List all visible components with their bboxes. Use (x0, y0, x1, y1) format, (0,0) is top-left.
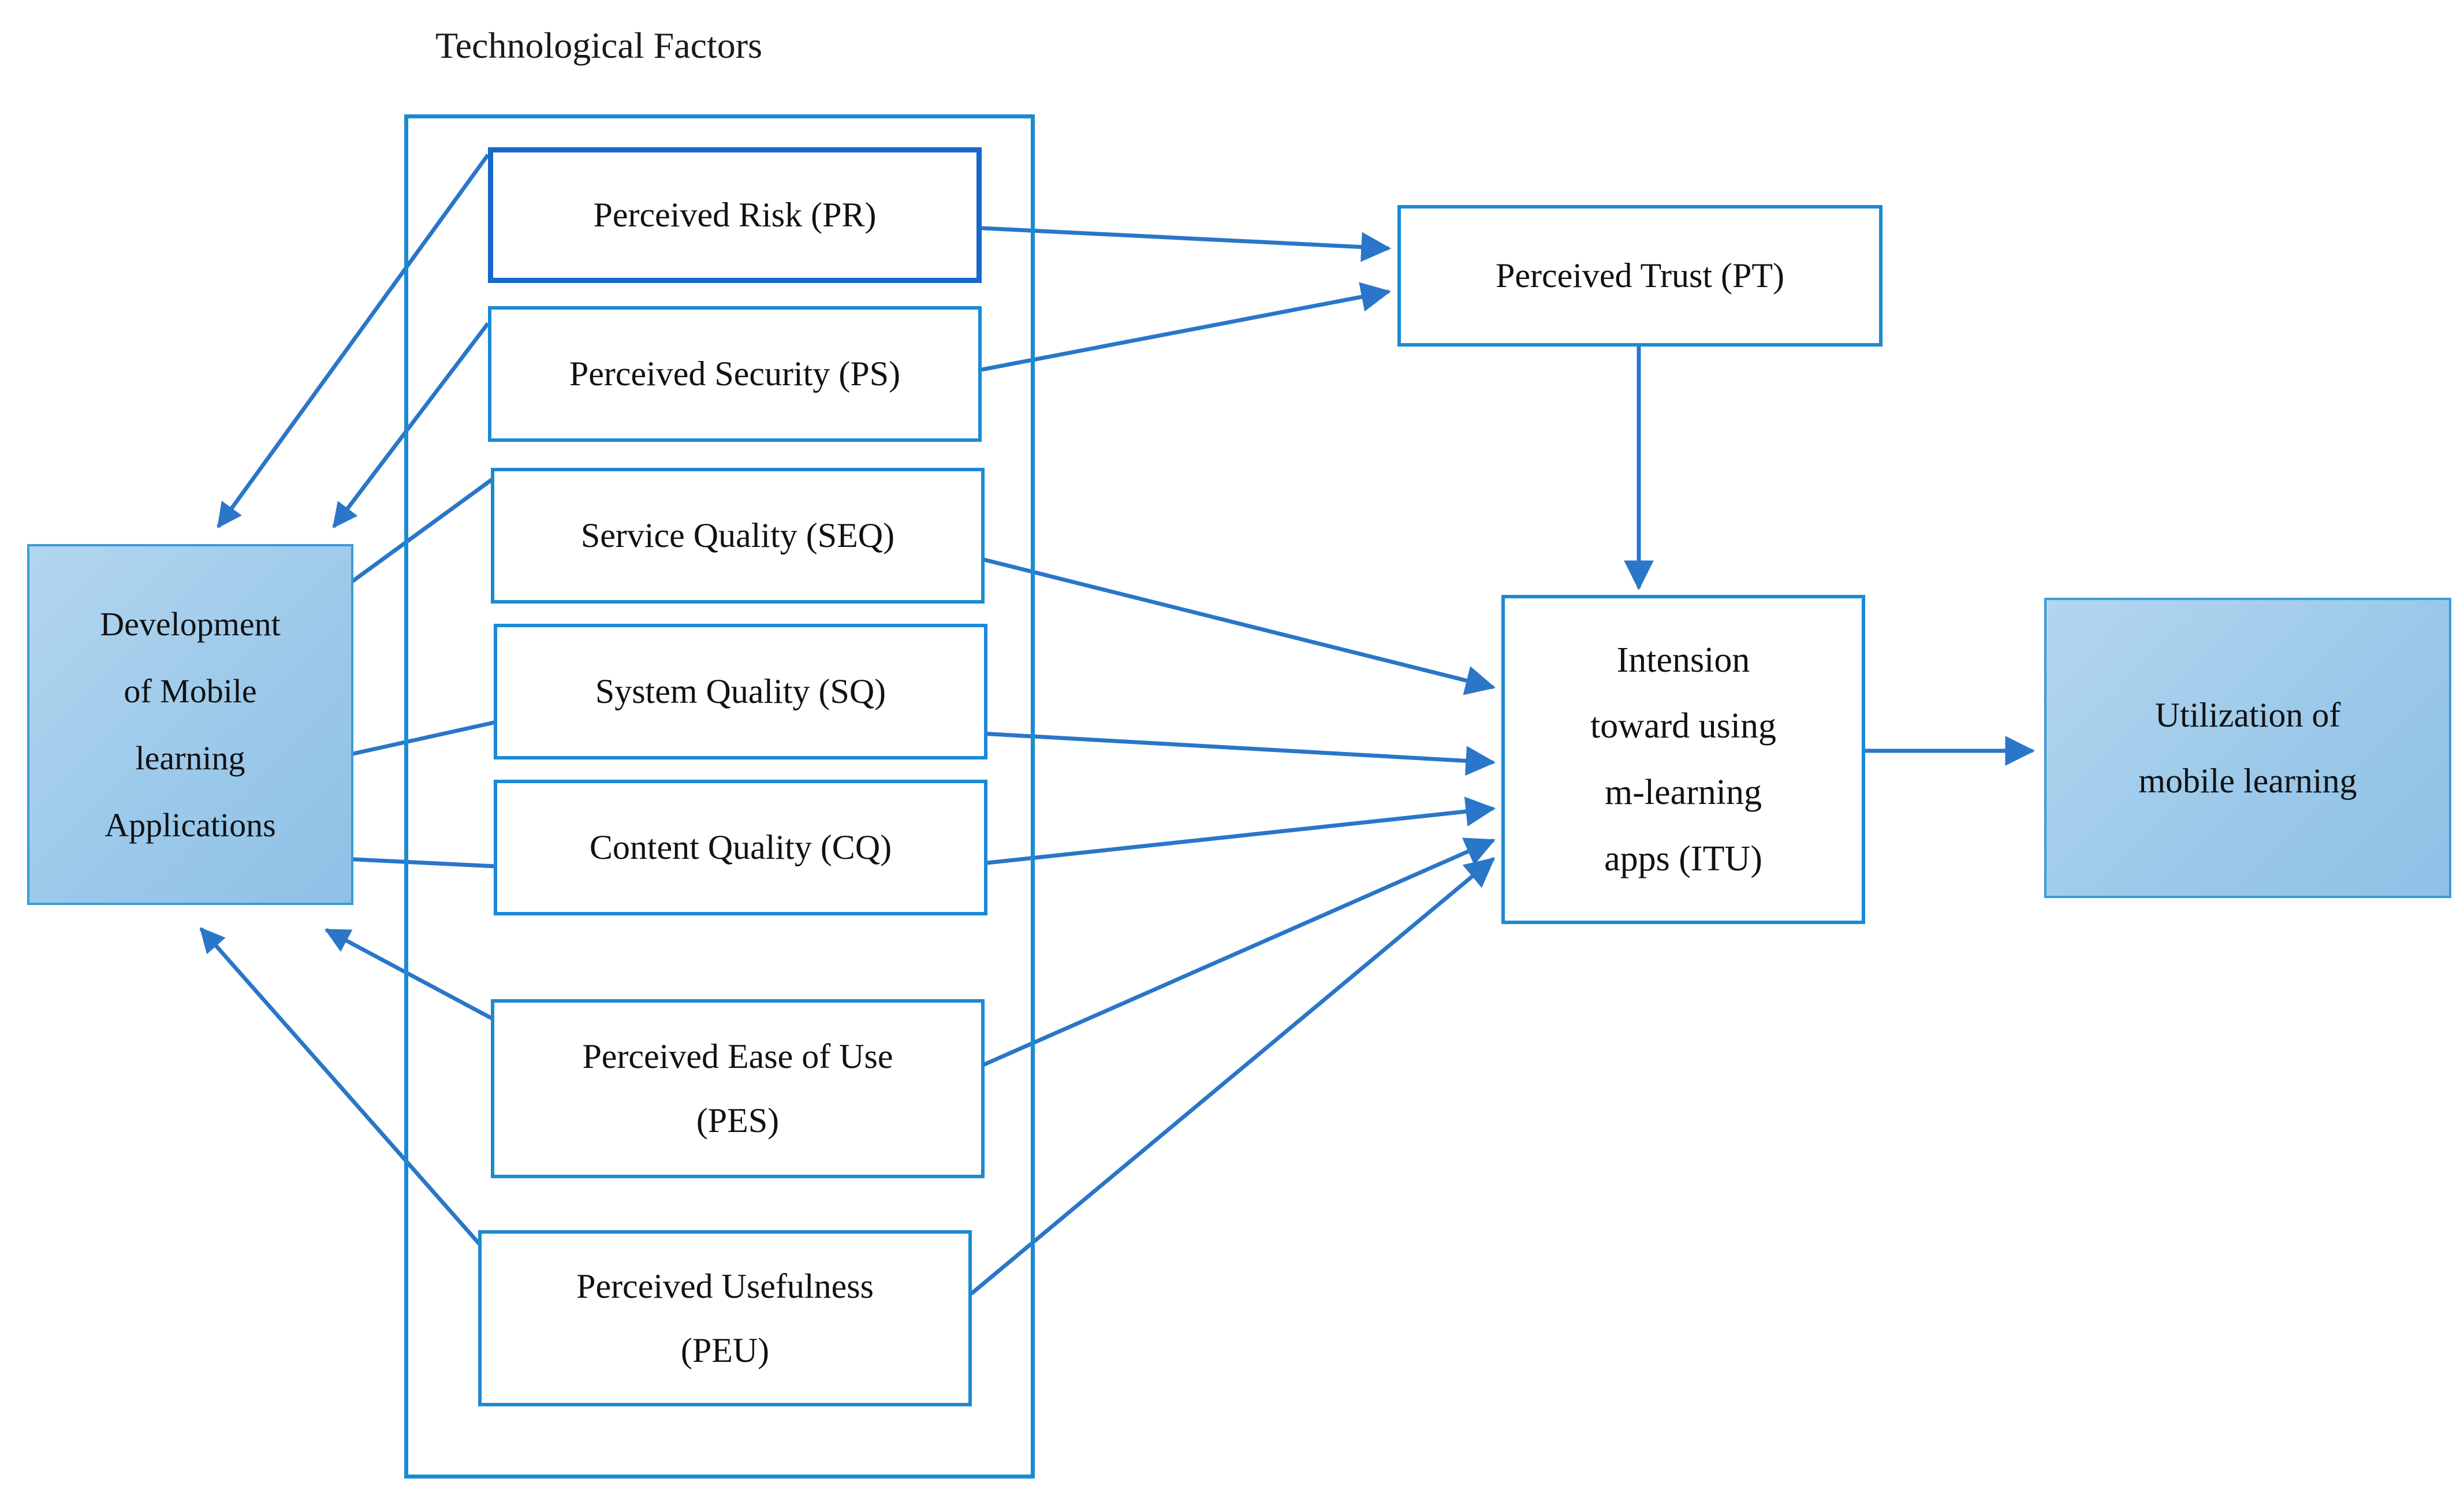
itu-line-1: Intension (1616, 640, 1750, 680)
node-intension-toward-using-m-learning-apps[interactable]: Intension toward using m-learning apps (… (1501, 595, 1865, 924)
edge-pes-development (324, 928, 495, 1022)
util-line-1: Utilization of (2154, 696, 2341, 734)
group-title: Technological Factors (435, 25, 762, 66)
edge-pr-development (217, 153, 490, 528)
node-perceived-usefulness-label: Perceived Usefulness (PEU) (482, 1254, 968, 1383)
node-system-quality-label: System Quality (SQ) (595, 672, 886, 710)
node-utilization-of-mobile-learning[interactable]: Utilization of mobile learning (2044, 598, 2451, 898)
node-content-quality-label: Content Quality (CQ) (589, 828, 892, 866)
itu-line-3: m-learning (1604, 773, 1762, 812)
dev-line-4: Applications (105, 806, 276, 844)
node-perceived-usefulness[interactable]: Perceived Usefulness (PEU) (478, 1230, 972, 1406)
edge-ps-development (332, 322, 490, 528)
edges-to-intension (970, 347, 1654, 1295)
edge-peu-intension (970, 857, 1496, 1295)
node-perceived-ease-of-use-label: Perceived Ease of Use (PES) (494, 1025, 981, 1153)
itu-line-2: toward using (1590, 706, 1777, 746)
dev-line-2: of Mobile (124, 672, 257, 710)
peu-line-1: Perceived Usefulness (576, 1267, 874, 1305)
edge-cq-intension (981, 796, 1496, 866)
edge-pr-trust (981, 226, 1392, 262)
node-perceived-risk[interactable]: Perceived Risk (PR) (488, 147, 982, 283)
node-system-quality[interactable]: System Quality (SQ) (494, 624, 987, 759)
node-perceived-security[interactable]: Perceived Security (PS) (488, 306, 982, 442)
node-perceived-ease-of-use[interactable]: Perceived Ease of Use (PES) (491, 999, 985, 1178)
node-perceived-trust-label: Perceived Trust (PT) (1496, 256, 1784, 295)
node-perceived-trust[interactable]: Perceived Trust (PT) (1397, 205, 1883, 347)
node-service-quality-label: Service Quality (SEQ) (580, 516, 895, 554)
dev-line-3: learning (135, 739, 245, 777)
util-line-2: mobile learning (2138, 762, 2357, 800)
node-development-label: Development of Mobile learning Applicati… (29, 591, 351, 859)
node-content-quality[interactable]: Content Quality (CQ) (494, 780, 987, 915)
pes-line-2: (PES) (696, 1101, 780, 1140)
dev-line-1: Development (100, 605, 281, 643)
node-service-quality[interactable]: Service Quality (SEQ) (491, 468, 985, 604)
edges-to-trust (981, 226, 1392, 372)
edge-seq-intension (981, 557, 1496, 695)
technological-factors-group (404, 114, 1035, 1479)
edge-sq-intension (981, 731, 1496, 776)
edge-pes-intension (981, 837, 1496, 1068)
pes-line-1: Perceived Ease of Use (582, 1037, 893, 1075)
node-perceived-security-label: Perceived Security (PS) (569, 355, 901, 393)
edge-peu-development (199, 927, 487, 1252)
peu-line-2: (PEU) (680, 1331, 770, 1369)
node-perceived-risk-label: Perceived Risk (PR) (593, 196, 877, 234)
edge-ps-trust (981, 282, 1392, 372)
node-intension-label: Intension toward using m-learning apps (… (1505, 627, 1862, 892)
itu-line-4: apps (ITU) (1604, 839, 1762, 878)
node-development-of-mobile-learning-applications[interactable]: Development of Mobile learning Applicati… (27, 544, 353, 905)
node-utilization-label: Utilization of mobile learning (2047, 682, 2449, 814)
